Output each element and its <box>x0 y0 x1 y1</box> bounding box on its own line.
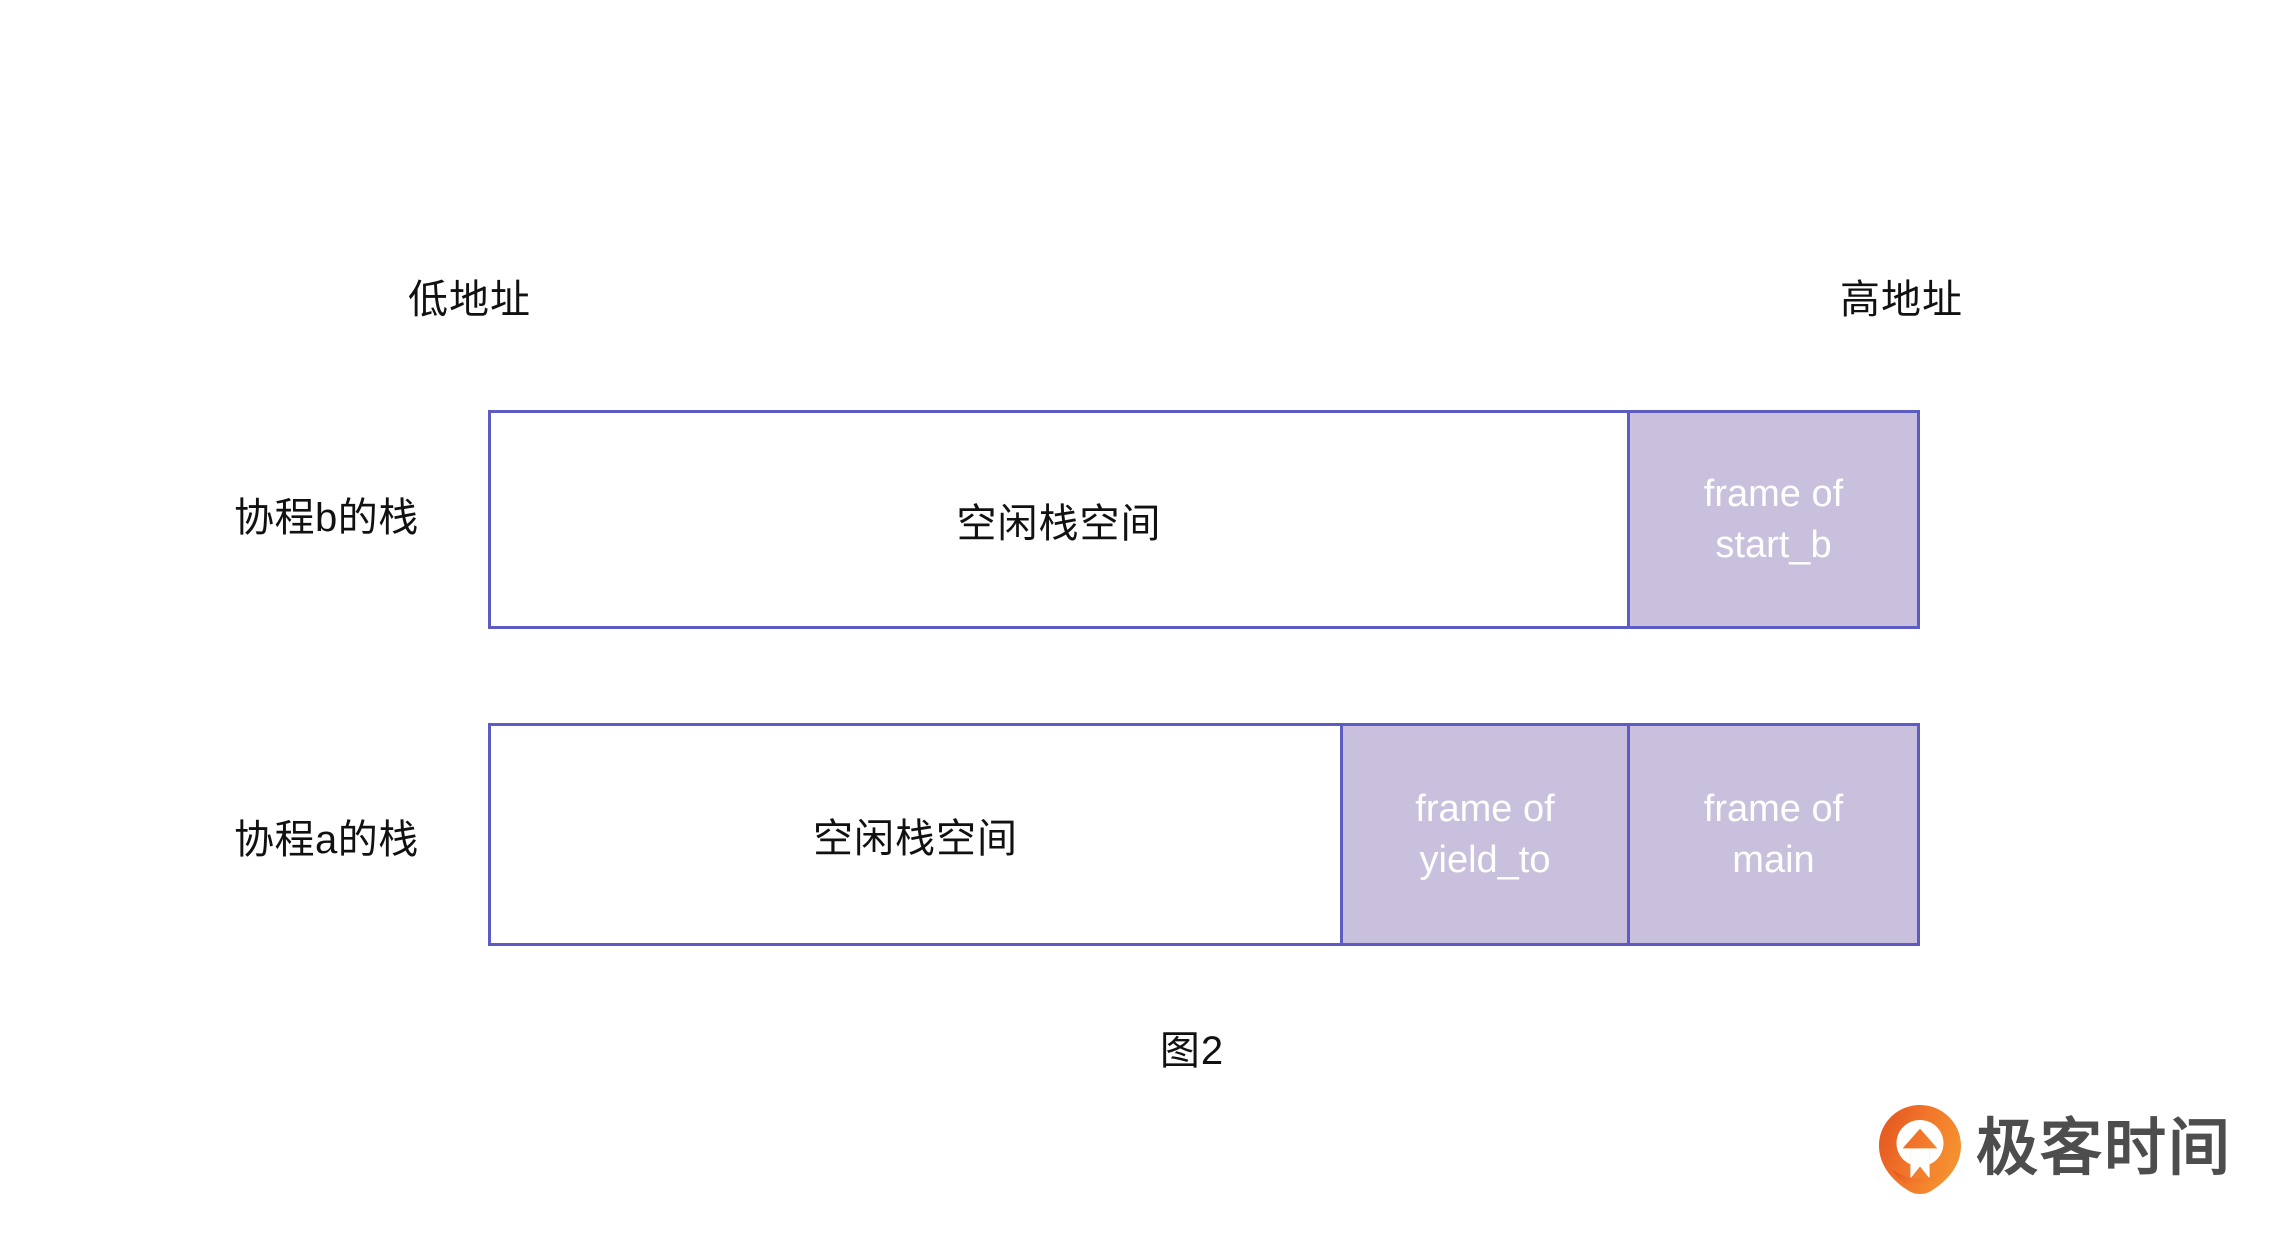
stack-label-coroutine-a: 协程a的栈 <box>234 818 419 862</box>
brand-logo: 极客时间 <box>1878 1104 2232 1194</box>
figure-caption: 图2 <box>0 1018 2284 1076</box>
geektime-pin-icon <box>1879 1105 1961 1194</box>
frame-line-1: frame of <box>1415 788 1555 831</box>
frame-line-2: start_b <box>1715 523 1832 566</box>
stack-segment-free-space-a: 空闲栈空间 <box>491 726 1340 943</box>
stack-label-coroutine-b: 协程b的栈 <box>234 496 419 540</box>
stack-segment-frame-start-b: frame of start_b <box>1627 413 1917 626</box>
frame-line-2: yield_to <box>1419 838 1551 881</box>
high-address-label: 高地址 <box>1840 278 1963 322</box>
brand-name: 极客时间 <box>1976 1114 2233 1183</box>
frame-line-2: main <box>1732 838 1815 881</box>
frame-line-1: frame of <box>1703 473 1844 516</box>
stack-bar-coroutine-a: 空闲栈空间 frame of yield_to frame of main <box>488 723 1920 946</box>
stack-segment-frame-main: frame of main <box>1627 726 1917 943</box>
stack-segment-frame-yield-to: frame of yield_to <box>1340 726 1627 943</box>
stack-bar-coroutine-b: 空闲栈空间 frame of start_b <box>488 410 1920 629</box>
stack-segment-free-space-b: 空闲栈空间 <box>491 413 1627 626</box>
frame-line-1: frame of <box>1703 788 1844 831</box>
low-address-label: 低地址 <box>408 278 531 322</box>
figure-caption-text: 图2 <box>1159 1029 1225 1073</box>
